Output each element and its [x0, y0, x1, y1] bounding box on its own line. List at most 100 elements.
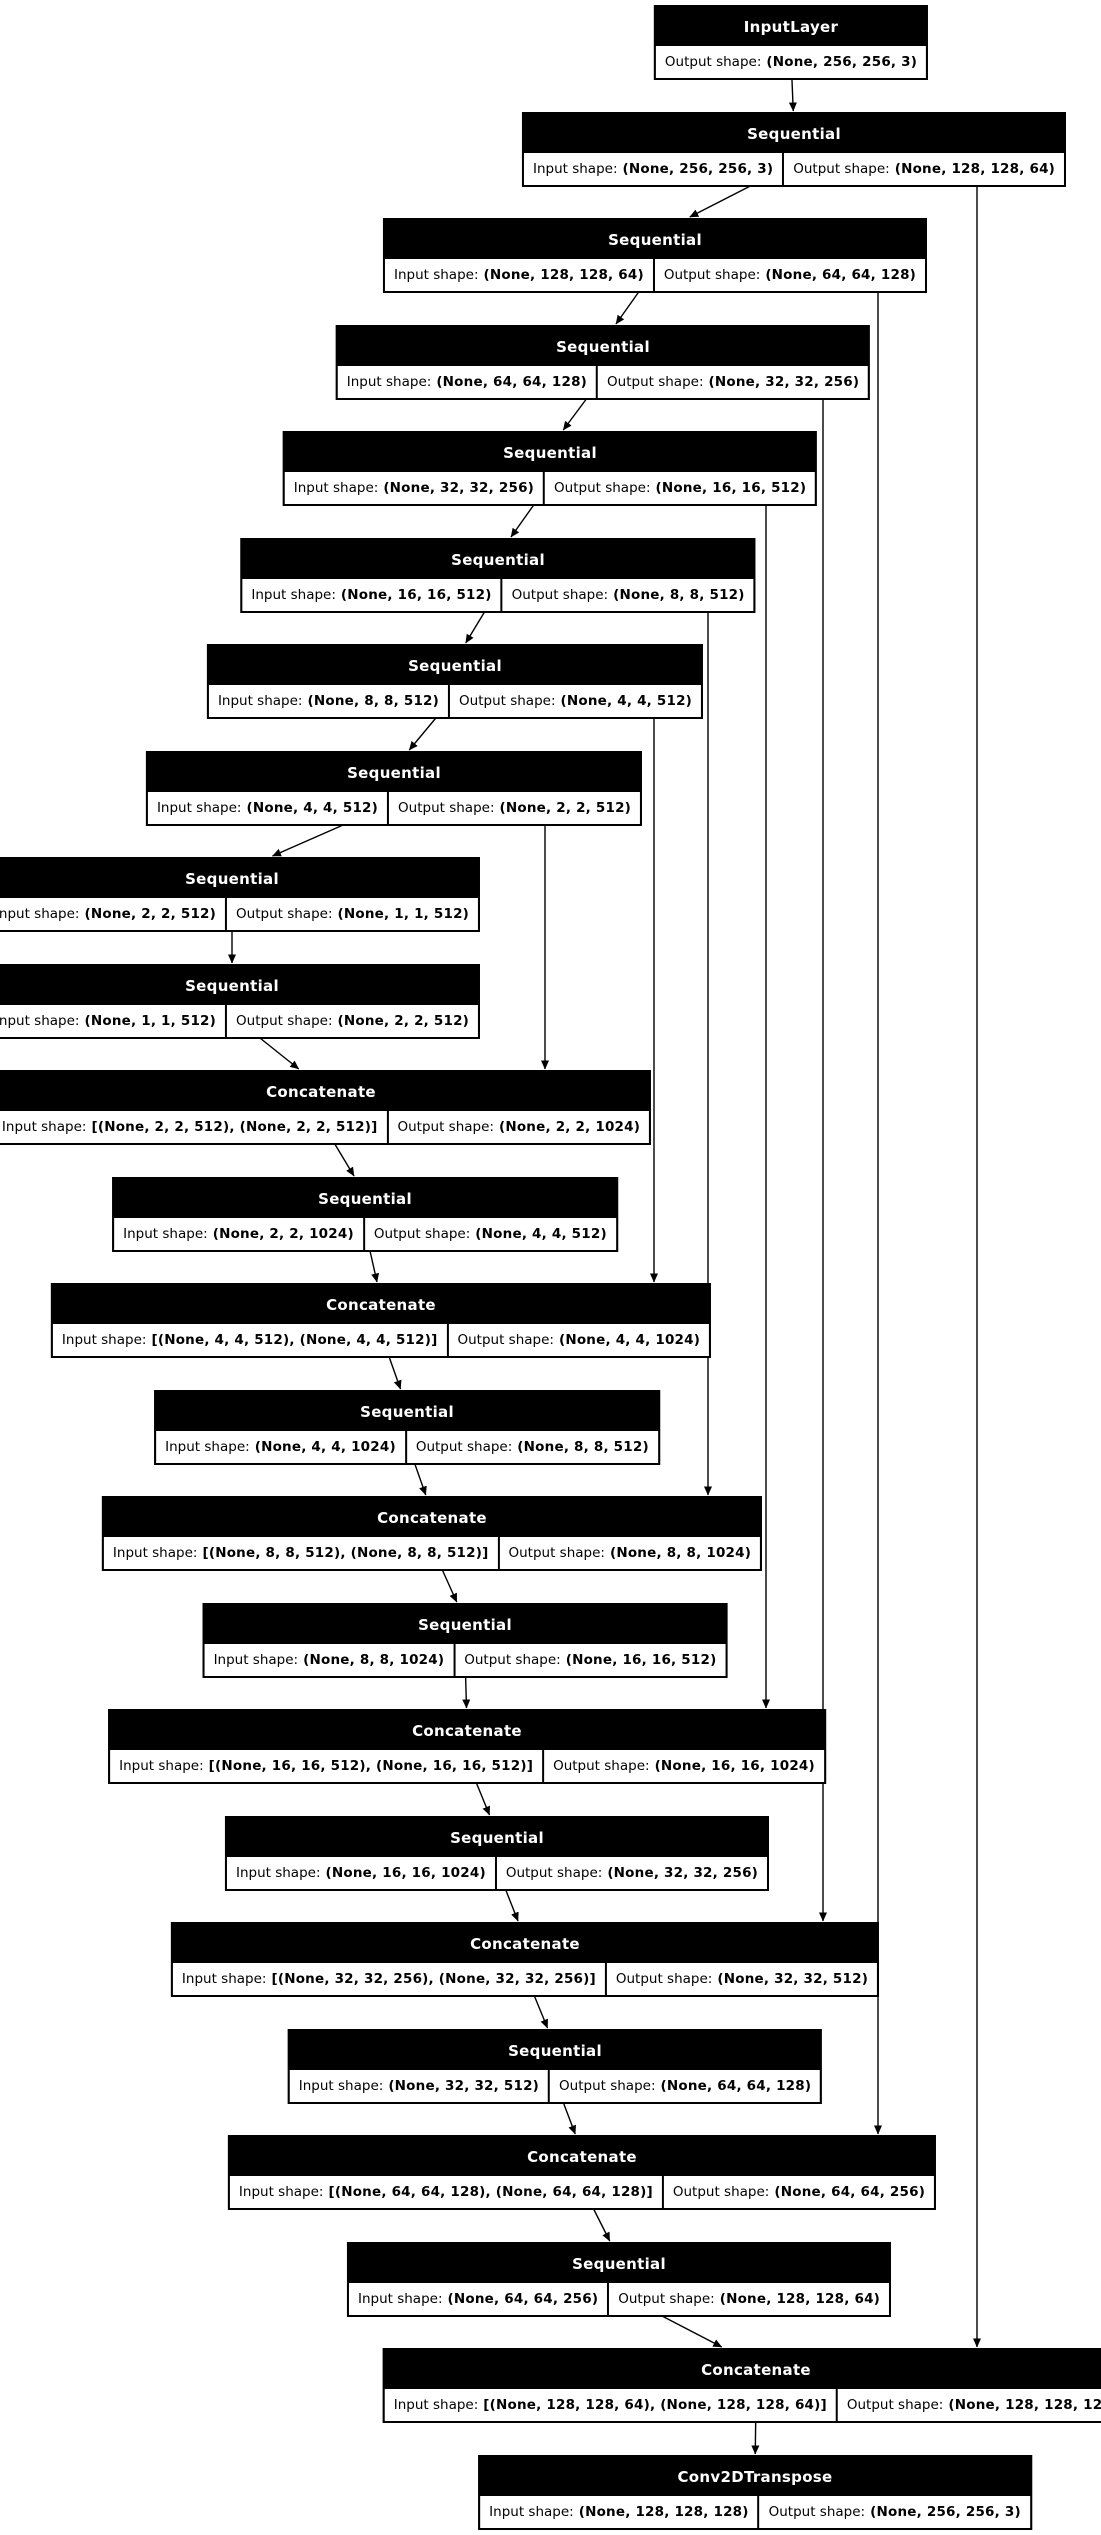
- output-shape-value: (None, 4, 4, 1024): [558, 1332, 701, 1348]
- edge-main-20-21: [562, 2101, 576, 2135]
- input-shape-value: (None, 16, 16, 1024): [325, 1865, 486, 1881]
- shape-cells: Input shape:[(None, 64, 64, 128), (None,…: [229, 2176, 935, 2208]
- output-shape-label: Output shape:: [664, 54, 762, 70]
- edge-main-11-12: [333, 1142, 355, 1177]
- output-shape-cell: Output shape:(None, 8, 8, 1024): [499, 1537, 761, 1569]
- shape-cells: Input shape:(None, 32, 32, 512)Output sh…: [289, 2070, 821, 2102]
- input-shape-cell: Input shape:(None, 2, 2, 512): [0, 898, 226, 930]
- output-shape-value: (None, 32, 32, 256): [607, 1865, 759, 1881]
- edge-main-16-17: [462, 1675, 471, 1709]
- edge-main-17-18: [475, 1781, 491, 1816]
- output-shape-value: (None, 32, 32, 512): [717, 1971, 869, 1987]
- edge-main-13-14: [388, 1355, 402, 1390]
- layer-type-label: Sequential: [348, 2244, 890, 2283]
- shape-cells: Input shape:(None, 2, 2, 512) Output shap…: [0, 898, 479, 930]
- output-shape-label: Output shape:: [554, 480, 651, 496]
- output-shape-value: (None, 128, 128, 64): [719, 2291, 881, 2307]
- output-shape-value: (None, 32, 32, 256): [708, 374, 860, 390]
- output-shape-label: Output shape:: [511, 587, 609, 603]
- shape-cells: Input shape:(None, 8, 8, 512)Output shap…: [208, 685, 702, 717]
- layer-type-label: Sequential: [284, 433, 816, 472]
- input-shape-label: Input shape:: [346, 374, 432, 390]
- edge-main-12-13: [369, 1249, 380, 1283]
- output-shape-label: Output shape:: [618, 2291, 715, 2307]
- input-shape-cell: Input shape:[(None, 32, 32, 256), (None,…: [172, 1963, 605, 1995]
- input-shape-value: (None, 32, 32, 256): [383, 480, 535, 496]
- output-shape-cell: Output shape:(None, 2, 2, 512): [227, 1005, 479, 1037]
- input-shape-label: Input shape:: [217, 693, 303, 709]
- output-shape-cell: Output shape:(None, 128, 128, 64): [784, 153, 1065, 185]
- output-shape-value: (None, 4, 4, 512): [560, 693, 693, 709]
- input-shape-value: (None, 64, 64, 128): [436, 374, 588, 390]
- input-shape-label: Input shape:: [1, 1119, 87, 1135]
- output-shape-value: (None, 128, 128, 64): [894, 161, 1056, 177]
- input-shape-value: (None, 1, 1, 512): [84, 1013, 217, 1029]
- input-shape-value: [(None, 16, 16, 512), (None, 16, 16, 512…: [208, 1758, 534, 1774]
- output-shape-label: Output shape:: [505, 1865, 603, 1881]
- output-shape-value: (None, 16, 16, 512): [655, 480, 807, 496]
- input-shape-value: (None, 4, 4, 512): [246, 800, 379, 816]
- output-shape-cell: Output shape:(None, 4, 4, 512): [450, 685, 702, 717]
- input-shape-label: Input shape:: [123, 1226, 208, 1242]
- output-shape-label: Output shape:: [236, 906, 333, 922]
- input-shape-cell: Input shape:(None, 32, 32, 256): [284, 472, 544, 504]
- input-shape-label: Input shape:: [489, 2504, 574, 2520]
- input-shape-label: Input shape:: [0, 906, 80, 922]
- output-shape-cell: Output shape:(None, 8, 8, 512): [502, 579, 754, 611]
- layer-type-label: Sequential: [242, 540, 754, 579]
- input-shape-value: (None, 128, 128, 128): [578, 2504, 749, 2520]
- input-shape-value: (None, 8, 8, 1024): [303, 1652, 445, 1668]
- layer-type-label: Concatenate: [110, 1711, 824, 1750]
- input-shape-cell: Input shape:(None, 32, 32, 512): [289, 2070, 549, 2102]
- output-shape-cell: Output shape:(None, 256, 256, 3): [655, 46, 927, 78]
- input-shape-label: Input shape:: [156, 800, 242, 816]
- output-shape-value: (None, 16, 16, 1024): [654, 1758, 815, 1774]
- output-shape-cell: Output shape:(None, 64, 64, 256): [663, 2176, 935, 2208]
- output-shape-cell: Output shape:(None, 2, 2, 1024): [388, 1111, 650, 1143]
- input-shape-label: Input shape:: [357, 2291, 443, 2307]
- output-shape-cell: Output shape:(None, 64, 64, 128): [550, 2070, 821, 2102]
- output-shape-label: Output shape:: [236, 1013, 333, 1029]
- output-shape-label: Output shape:: [464, 1652, 561, 1668]
- output-shape-cell: Output shape:(None, 4, 4, 512): [364, 1218, 616, 1250]
- output-shape-value: (None, 8, 8, 512): [517, 1439, 649, 1455]
- output-shape-value: (None, 128, 128, 128): [948, 2397, 1101, 2413]
- input-shape-cell: Input shape:(None, 16, 16, 1024): [226, 1857, 495, 1889]
- output-shape-label: Output shape:: [553, 1758, 650, 1774]
- layer-type-label: Sequential: [384, 220, 926, 259]
- output-shape-label: Output shape:: [459, 693, 556, 709]
- edge-main-19-20: [533, 1994, 549, 2029]
- layer-type-label: InputLayer: [655, 7, 927, 46]
- output-shape-cell: Output shape:(None, 2, 2, 512): [389, 792, 641, 824]
- input-shape-cell: Input shape:(None, 4, 4, 1024): [156, 1431, 405, 1463]
- layer-type-label: Concatenate: [229, 2137, 935, 2176]
- edge-main-21-22: [592, 2207, 611, 2242]
- input-shape-label: Input shape:: [251, 587, 336, 603]
- output-shape-cell: Output shape:(None, 32, 32, 512): [606, 1963, 878, 1995]
- output-shape-label: Output shape:: [457, 1332, 554, 1348]
- output-shape-value: (None, 8, 8, 512): [613, 587, 745, 603]
- input-shape-value: (None, 4, 4, 1024): [254, 1439, 396, 1455]
- shape-cells: Input shape:[(None, 16, 16, 512), (None,…: [110, 1750, 824, 1782]
- output-shape-label: Output shape:: [793, 161, 890, 177]
- layer-type-label: Concatenate: [0, 1072, 650, 1111]
- output-shape-value: (None, 1, 1, 512): [337, 906, 470, 922]
- edge-main-7-8: [408, 716, 438, 751]
- input-shape-value: (None, 32, 32, 512): [388, 2078, 540, 2094]
- output-shape-label: Output shape:: [768, 2504, 866, 2520]
- output-shape-label: Output shape:: [663, 267, 761, 283]
- input-shape-label: Input shape:: [293, 480, 379, 496]
- edge-main-4-5: [562, 397, 588, 431]
